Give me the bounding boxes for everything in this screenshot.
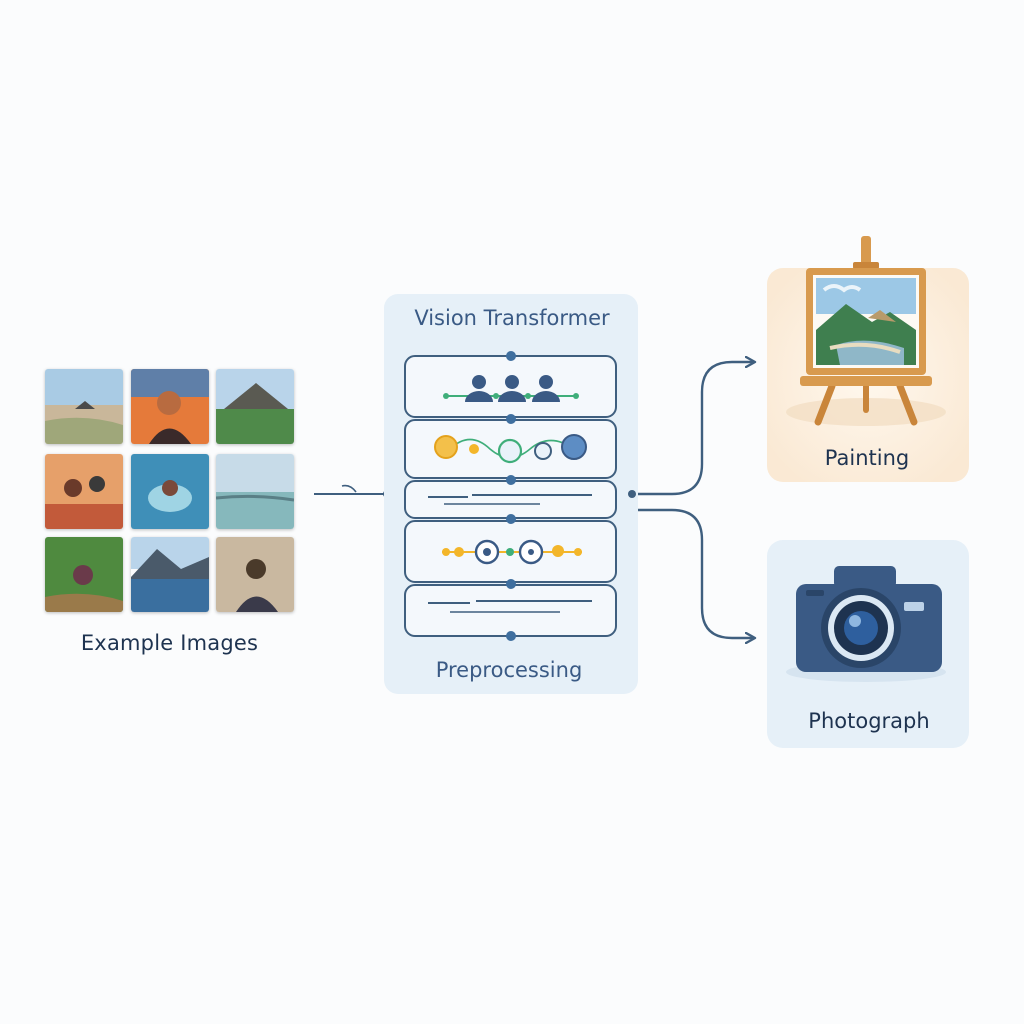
photograph-card: Photograph	[767, 540, 969, 748]
preprocessing-label: Preprocessing	[436, 658, 583, 682]
painting-label: Painting	[825, 446, 909, 470]
painting-card: Painting	[767, 236, 969, 482]
example-thumbnail	[216, 369, 294, 444]
example-thumbnail	[216, 537, 294, 612]
easel-painting-icon	[786, 236, 946, 426]
token-icons	[465, 375, 560, 402]
attention-block-2	[404, 520, 617, 583]
example-images-caption: Example Images	[80, 631, 259, 655]
example-thumbnail	[45, 537, 123, 612]
example-thumbnail	[45, 369, 123, 444]
vision-transformer-panel	[384, 294, 638, 694]
flow-dots	[506, 351, 516, 641]
sequence-block-2	[404, 584, 617, 637]
photograph-label: Photograph	[808, 709, 929, 733]
example-thumbnail	[216, 454, 294, 529]
sequence-block-1	[404, 480, 617, 519]
token-block	[404, 355, 617, 418]
camera-icon	[786, 566, 946, 682]
example-thumbnail	[131, 454, 209, 529]
arrow-to-photograph	[638, 508, 754, 638]
example-thumbnail	[45, 454, 123, 529]
vision-transformer-title: Vision Transformer	[414, 306, 610, 330]
attention-block	[404, 419, 617, 479]
arrow-to-painting	[638, 362, 754, 496]
example-thumbnail	[131, 537, 209, 612]
output-connectors	[628, 362, 754, 638]
input-connector	[314, 484, 391, 498]
sun-node-icon	[434, 435, 479, 459]
example-thumbnail	[131, 369, 209, 444]
